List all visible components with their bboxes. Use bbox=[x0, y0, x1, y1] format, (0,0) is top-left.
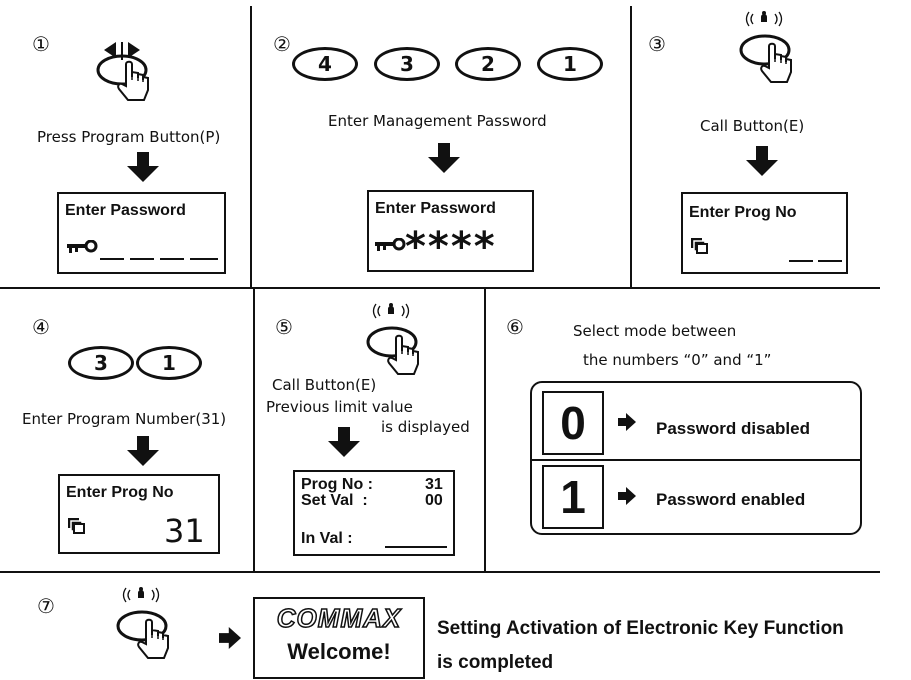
lcd-title: Enter Password bbox=[65, 202, 186, 219]
key-button: 2 bbox=[455, 47, 521, 81]
step-6-number: ⑥ bbox=[506, 315, 524, 339]
step-5-caption: Call Button(E) bbox=[272, 376, 377, 394]
step-7-number: ⑦ bbox=[37, 594, 55, 618]
in-val-slot bbox=[385, 546, 447, 548]
call-button-icon bbox=[739, 10, 792, 83]
step-1-caption: Press Program Button(P) bbox=[37, 128, 221, 146]
step-5-number: ⑤ bbox=[275, 315, 293, 339]
mode-0-digit: 0 bbox=[542, 391, 604, 455]
key-icon bbox=[67, 240, 98, 255]
divider-h1 bbox=[0, 287, 880, 289]
mode-table: 0 Password disabled 1 Password enabled bbox=[530, 381, 862, 535]
prog-no-value: 31 bbox=[425, 476, 443, 493]
program-button-icon bbox=[96, 42, 149, 101]
lcd-title: Enter Prog No bbox=[66, 484, 174, 501]
key-button: 1 bbox=[136, 346, 202, 380]
step-2-caption: Enter Management Password bbox=[328, 112, 547, 130]
mode-1-digit: 1 bbox=[542, 465, 604, 529]
key-button: 3 bbox=[68, 346, 134, 380]
password-slot bbox=[130, 258, 154, 260]
mode-1-label: Password enabled bbox=[656, 490, 806, 509]
step-4-caption: Enter Program Number(31) bbox=[22, 410, 227, 428]
call-button-icon bbox=[116, 586, 169, 659]
arrow-down-icon bbox=[127, 152, 159, 182]
set-val-label: Set Val : bbox=[301, 492, 368, 509]
lcd-display: Prog No : 31 Set Val : 00 In Val : bbox=[293, 470, 455, 556]
divider-top-v2 bbox=[630, 6, 632, 287]
mode-0-label: Password disabled bbox=[656, 419, 810, 438]
lcd-display: Enter Prog No 31 bbox=[58, 474, 220, 554]
step-5-caption: is displayed bbox=[381, 418, 470, 436]
arrow-down-icon bbox=[328, 427, 360, 457]
divider-mid-v1 bbox=[253, 289, 255, 571]
step-2-number: ② bbox=[273, 32, 291, 56]
prog-slot bbox=[789, 260, 813, 262]
step-6-caption: Select mode between bbox=[573, 322, 737, 340]
step-5-caption: Previous limit value bbox=[266, 398, 413, 416]
completion-line-2: is completed bbox=[437, 652, 554, 673]
prog-slot bbox=[818, 260, 842, 262]
step-6-caption: the numbers “0” and “1” bbox=[583, 351, 772, 369]
lcd-display: Enter Password bbox=[57, 192, 226, 274]
prog-icon bbox=[691, 238, 708, 254]
prog-no-label: Prog No : bbox=[301, 476, 373, 493]
key-button: 3 bbox=[374, 47, 440, 81]
step-3-number: ③ bbox=[648, 32, 666, 56]
call-button-icon bbox=[366, 302, 419, 375]
lcd-title: Enter Password bbox=[375, 200, 496, 217]
welcome-text: Welcome! bbox=[287, 639, 391, 664]
lcd-display: Enter Password **** bbox=[367, 190, 534, 272]
password-slot bbox=[160, 258, 184, 260]
password-slot bbox=[190, 258, 218, 260]
divider-mid-v2 bbox=[484, 289, 486, 571]
step-4-number: ④ bbox=[32, 315, 50, 339]
arrow-down-icon bbox=[127, 436, 159, 466]
arrow-right-icon bbox=[618, 413, 636, 431]
arrow-right-icon bbox=[219, 627, 241, 649]
masked-password: **** bbox=[405, 224, 497, 270]
prog-icon bbox=[68, 518, 85, 534]
step-3-caption: Call Button(E) bbox=[700, 117, 805, 135]
arrow-down-icon bbox=[428, 143, 460, 173]
lcd-value: 31 bbox=[164, 512, 205, 550]
commax-logo: COMMAX bbox=[276, 602, 402, 634]
welcome-display: COMMAX Welcome! bbox=[253, 597, 425, 679]
completion-line-1: Setting Activation of Electronic Key Fun… bbox=[437, 618, 844, 639]
step-1-number: ① bbox=[32, 32, 50, 56]
arrow-down-icon bbox=[746, 146, 778, 176]
mode-divider bbox=[532, 459, 860, 461]
key-icon bbox=[375, 238, 406, 253]
set-val-value: 00 bbox=[425, 492, 443, 509]
password-slot bbox=[100, 258, 124, 260]
lcd-display: Enter Prog No bbox=[681, 192, 848, 274]
arrow-right-icon bbox=[618, 487, 636, 505]
lcd-title: Enter Prog No bbox=[689, 204, 797, 221]
key-button: 1 bbox=[537, 47, 603, 81]
key-button: 4 bbox=[292, 47, 358, 81]
divider-top-v1 bbox=[250, 6, 252, 287]
in-val-label: In Val : bbox=[301, 530, 353, 547]
divider-h2 bbox=[0, 571, 880, 573]
